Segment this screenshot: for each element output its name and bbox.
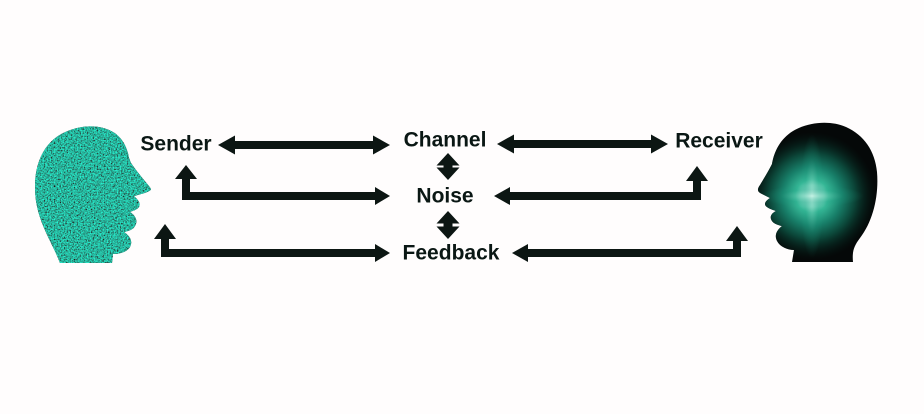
arrow-noise-receiver [494, 166, 708, 205]
arrow-sender-noise [175, 165, 390, 205]
arrow-noise-feedback [436, 211, 460, 239]
arrow-channel-receiver [497, 134, 668, 154]
receiver-head-icon [757, 122, 878, 262]
arrow-sender-channel [218, 135, 390, 155]
arrow-channel-noise [436, 153, 460, 180]
feedback-label: Feedback [402, 241, 500, 265]
sender-head-icon [34, 126, 152, 263]
channel-label: Channel [403, 128, 487, 152]
receiver-label: Receiver [675, 129, 763, 153]
noise-label: Noise [416, 184, 474, 208]
sender-label: Sender [140, 132, 212, 156]
arrow-sender-feedback [154, 224, 390, 262]
arrow-feedback-receiver [512, 226, 748, 262]
